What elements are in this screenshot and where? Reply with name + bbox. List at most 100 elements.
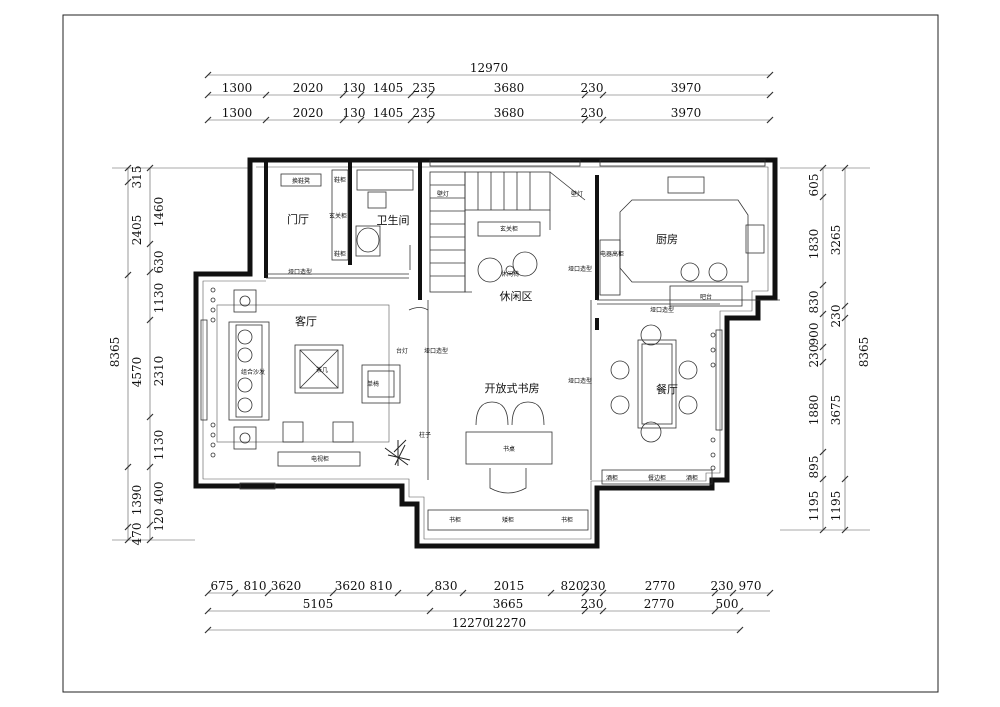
- svg-text:2020: 2020: [293, 106, 324, 120]
- room-bathroom: 卫生间: [377, 213, 410, 227]
- svg-text:4570: 4570: [130, 357, 144, 388]
- svg-text:315: 315: [130, 166, 144, 189]
- svg-text:500: 500: [716, 597, 739, 611]
- top-total-dim: 12970: [470, 61, 508, 75]
- svg-text:3665: 3665: [493, 597, 524, 611]
- svg-text:书柜: 书柜: [561, 516, 573, 524]
- hall-cabinet: 玄关柜: [477, 221, 541, 237]
- svg-text:鞋柜: 鞋柜: [334, 176, 346, 184]
- svg-text:895: 895: [807, 456, 821, 479]
- svg-text:垭口造型: 垭口造型: [424, 347, 448, 355]
- svg-text:810: 810: [244, 579, 267, 593]
- svg-text:3970: 3970: [671, 81, 702, 95]
- svg-text:2020: 2020: [293, 81, 324, 95]
- interior-face: [202, 166, 769, 540]
- svg-text:书柜: 书柜: [449, 516, 461, 524]
- stairs: [429, 171, 586, 293]
- top-row1-dims: 1300 2020 130 1405 235 3680 230 3970: [222, 81, 702, 95]
- svg-text:吧台: 吧台: [700, 293, 712, 301]
- svg-text:2310: 2310: [152, 356, 166, 387]
- svg-text:电器高柜: 电器高柜: [600, 250, 624, 258]
- svg-text:1195: 1195: [829, 491, 843, 522]
- svg-text:470: 470: [130, 523, 144, 546]
- svg-text:单椅: 单椅: [367, 380, 379, 388]
- svg-text:675: 675: [211, 579, 234, 593]
- svg-text:130: 130: [343, 106, 366, 120]
- svg-text:3675: 3675: [829, 395, 843, 426]
- svg-text:3620: 3620: [271, 579, 302, 593]
- svg-text:900: 900: [807, 323, 821, 346]
- svg-text:3265: 3265: [829, 225, 843, 256]
- svg-text:换鞋凳: 换鞋凳: [292, 177, 310, 185]
- svg-text:酒柜: 酒柜: [606, 474, 618, 482]
- room-kitchen: 厨房: [656, 233, 678, 246]
- svg-text:2405: 2405: [130, 215, 144, 246]
- exterior-wall: [193, 157, 778, 549]
- svg-text:1880: 1880: [807, 395, 821, 426]
- svg-text:1195: 1195: [807, 491, 821, 522]
- svg-text:1405: 1405: [373, 81, 404, 95]
- svg-text:830: 830: [435, 579, 458, 593]
- svg-text:垭口造型: 垭口造型: [650, 306, 674, 314]
- svg-text:230: 230: [829, 305, 843, 328]
- svg-text:茶几: 茶几: [316, 366, 328, 374]
- svg-text:1405: 1405: [373, 106, 404, 120]
- svg-text:605: 605: [807, 174, 821, 197]
- svg-text:230: 230: [807, 345, 821, 368]
- svg-text:1390: 1390: [130, 485, 144, 516]
- svg-text:820: 820: [561, 579, 584, 593]
- right-dimensions: [780, 164, 870, 534]
- svg-text:8365: 8365: [108, 337, 122, 368]
- svg-text:1130: 1130: [152, 283, 166, 314]
- svg-text:休闲椅: 休闲椅: [501, 270, 519, 278]
- svg-text:酒柜: 酒柜: [686, 474, 698, 482]
- svg-text:3680: 3680: [494, 81, 525, 95]
- sheet-frame: [62, 14, 939, 693]
- left-outer-dims: 315 2405 4570 1390 470: [130, 166, 144, 546]
- bottom-dimensions: [204, 589, 774, 634]
- svg-text:230: 230: [581, 81, 604, 95]
- left-dimensions: [112, 164, 250, 544]
- kitchen-area: 吧台 电器高柜 厨房 垭口造型 垭口造型: [568, 176, 765, 314]
- svg-text:台灯: 台灯: [396, 347, 408, 355]
- svg-text:垭口造型: 垭口造型: [568, 265, 592, 273]
- svg-text:235: 235: [413, 81, 436, 95]
- bottom-row2-dims: 5105 3665 230 2770 500: [303, 597, 739, 611]
- svg-text:垭口造型: 垭口造型: [288, 268, 312, 276]
- wall-light-label: 壁灯: [571, 190, 583, 198]
- svg-text:230: 230: [711, 579, 734, 593]
- study-area: 开放式书房 书桌 柱子 书柜 矮柜 书柜 垭口造型: [419, 377, 592, 531]
- svg-text:3620: 3620: [335, 579, 366, 593]
- partition-lines: [266, 273, 780, 480]
- svg-text:1460: 1460: [152, 197, 166, 228]
- svg-text:810: 810: [370, 579, 393, 593]
- svg-text:1130: 1130: [152, 430, 166, 461]
- partitions: [264, 160, 599, 330]
- bottom-total-dim: 12270: [452, 616, 490, 630]
- right-outer-dims: 3265 230 3675 1195: [829, 225, 843, 522]
- room-dining: 餐厅: [656, 382, 678, 396]
- room-lounge: 休闲区: [500, 289, 533, 303]
- svg-text:400: 400: [152, 482, 166, 505]
- bottom-row1-dims: 675 810 3620 3620 810 830 2015 820 230 2…: [211, 579, 762, 593]
- left-total-dim: 8365: [108, 337, 122, 368]
- svg-text:2770: 2770: [645, 579, 676, 593]
- svg-text:电视柜: 电视柜: [311, 455, 329, 463]
- room-study: 开放式书房: [485, 381, 540, 395]
- svg-text:230: 230: [581, 106, 604, 120]
- entry-area: 换鞋凳 鞋柜 鞋柜 玄关柜 门厅 垭口造型: [280, 169, 349, 276]
- svg-text:2770: 2770: [644, 597, 675, 611]
- svg-text:书桌: 书桌: [503, 445, 515, 453]
- top-row2-dims: 1300 2020 130 1405 235 3680 230 3970: [222, 106, 702, 120]
- lounge-area: 休闲椅 休闲区: [477, 251, 538, 303]
- svg-text:3680: 3680: [494, 106, 525, 120]
- svg-text:130: 130: [343, 81, 366, 95]
- top-dimensions: [204, 71, 774, 124]
- svg-text:970: 970: [739, 579, 762, 593]
- svg-text:垭口造型: 垭口造型: [568, 377, 592, 385]
- svg-text:120: 120: [152, 509, 166, 532]
- svg-text:1830: 1830: [807, 229, 821, 260]
- svg-text:鞋柜: 鞋柜: [334, 250, 346, 258]
- svg-text:柱子: 柱子: [419, 431, 431, 439]
- svg-text:830: 830: [807, 291, 821, 314]
